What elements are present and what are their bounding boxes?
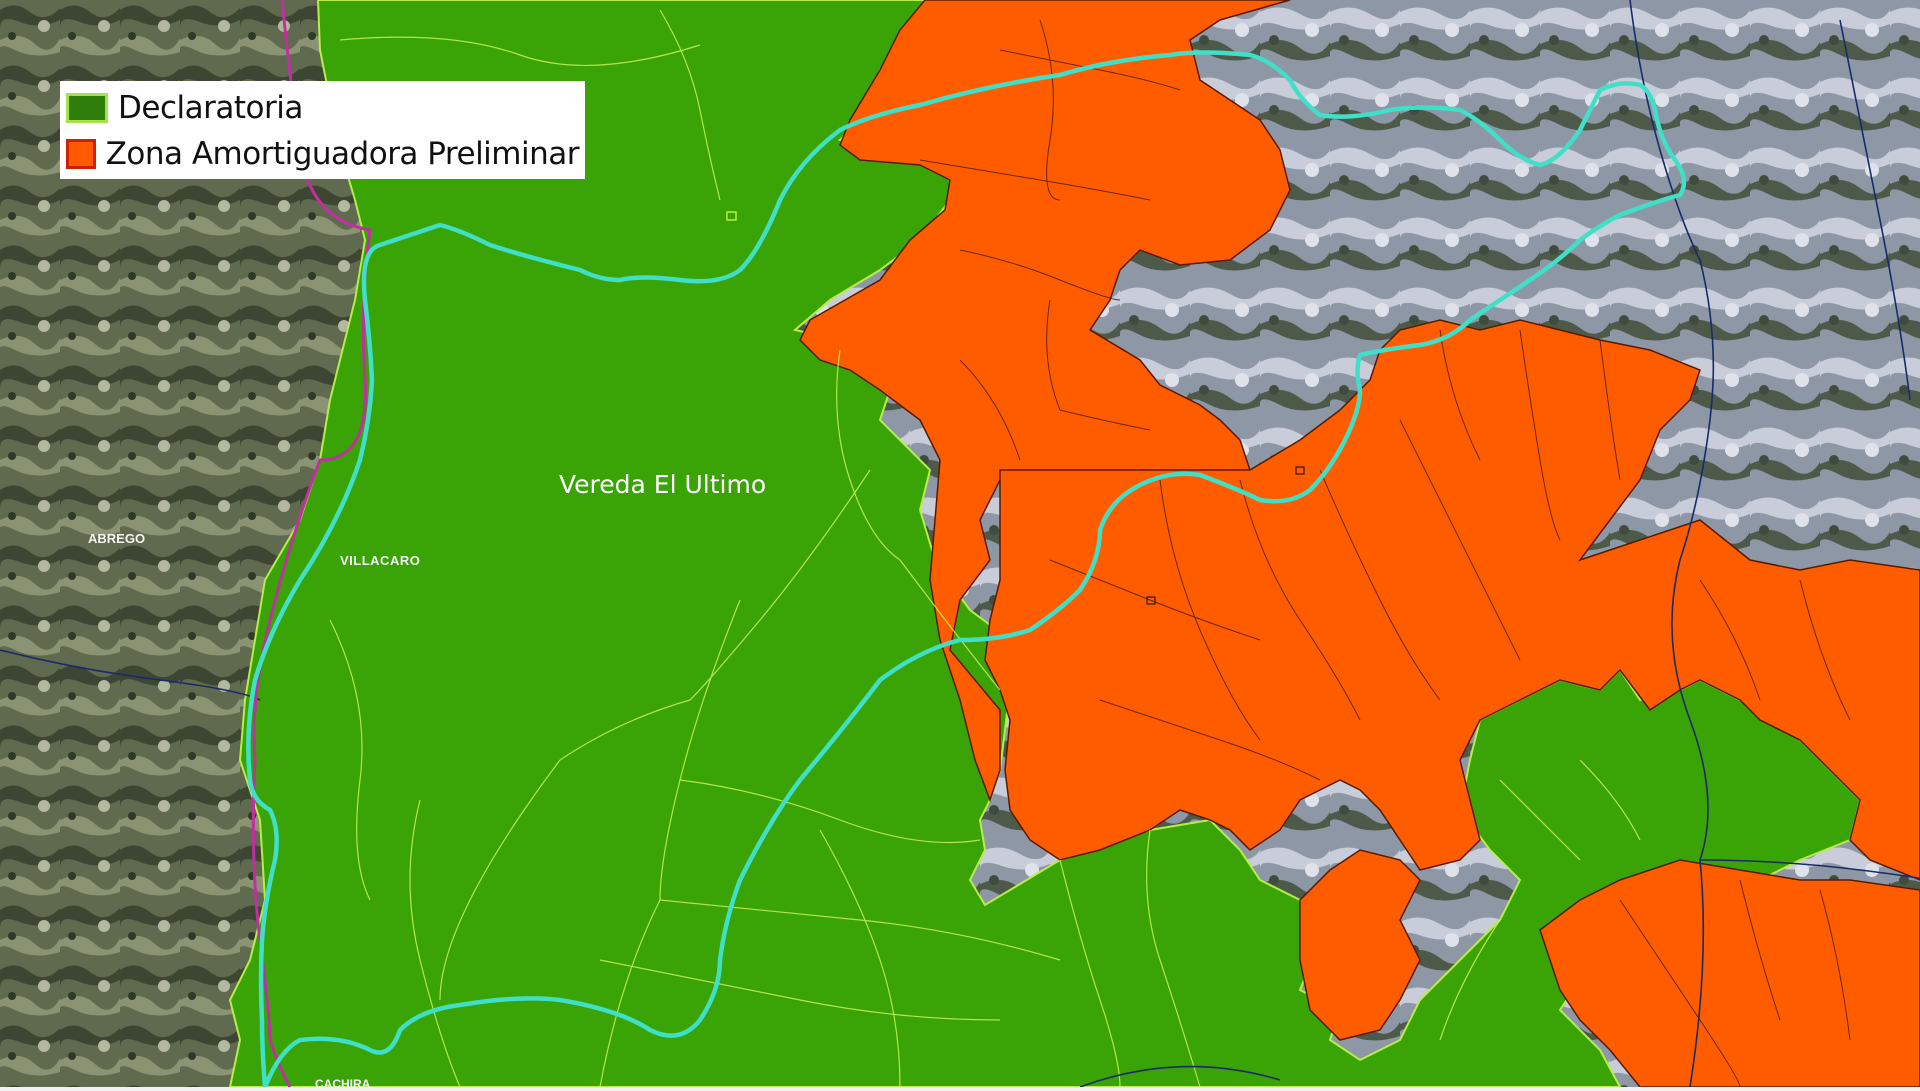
- route-line[interactable]: [246, 50, 1687, 1088]
- declaratoria-swatch: [66, 93, 108, 123]
- amortiguadora-area-north[interactable]: [799, 0, 1291, 803]
- amortiguadora-area-southeast[interactable]: [1539, 859, 1920, 1087]
- cachira-label: CACHIRA: [315, 1077, 371, 1091]
- legend-label-amortiguadora: Zona Amortiguadora Preliminar: [105, 136, 580, 172]
- abrego-label: ABREGO: [88, 531, 146, 546]
- parcel-marker: [1295, 466, 1305, 475]
- villacaro-label: VILLACARO: [340, 553, 421, 568]
- amortiguadora-area-south[interactable]: [1299, 849, 1421, 1041]
- parcel-lines-orange: [919, 19, 1851, 1087]
- legend-label-declaratoria: Declaratoria: [118, 90, 303, 126]
- parcel-marker: [726, 211, 737, 221]
- map-legend: Declaratoria Zona Amortiguadora Prelimin…: [60, 81, 585, 179]
- legend-item-declaratoria: Declaratoria: [66, 85, 579, 131]
- vereda-label: Vereda El Ultimo: [559, 470, 767, 499]
- legend-item-amortiguadora: Zona Amortiguadora Preliminar: [66, 131, 580, 177]
- declaratoria-area[interactable]: [228, 0, 1862, 1087]
- amortiguadora-swatch: [66, 139, 96, 169]
- parcel-lines-green: [329, 9, 1641, 1087]
- parcel-marker: [1146, 596, 1156, 605]
